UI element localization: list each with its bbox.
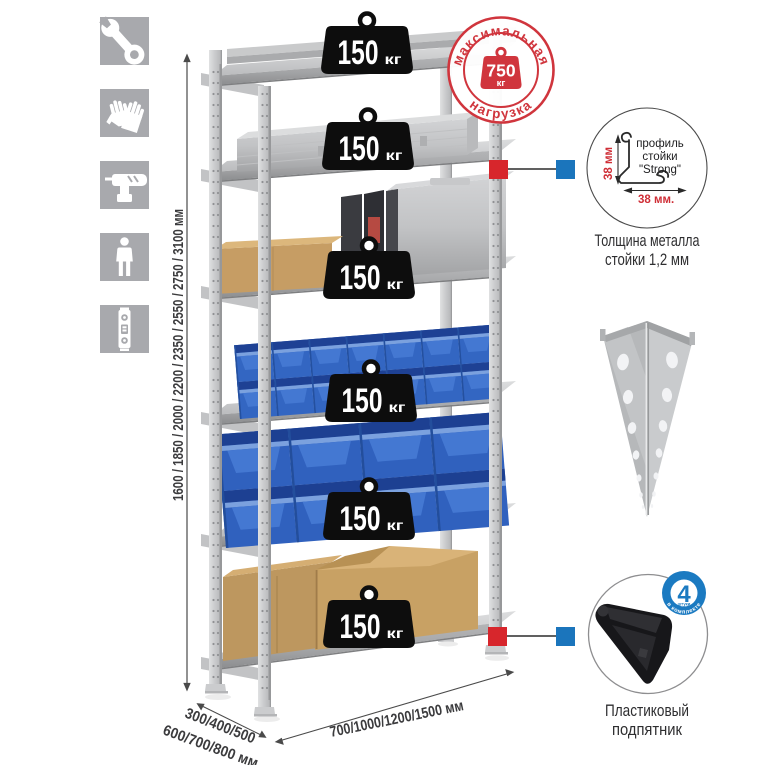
svg-text:Толщина металла: Толщина металла — [595, 232, 701, 250]
svg-text:Пластиковый: Пластиковый — [605, 701, 689, 720]
svg-text:профиль: профиль — [636, 138, 684, 150]
svg-text:кг: кг — [386, 147, 403, 163]
svg-text:150: 150 — [342, 382, 383, 420]
svg-text:кг: кг — [387, 625, 404, 641]
svg-text:кг: кг — [387, 517, 404, 533]
svg-text:1600 / 1850 / 2000 / 2200 / 23: 1600 / 1850 / 2000 / 2200 / 2350 / 2550 … — [170, 209, 187, 501]
svg-text:стойки 1,2 мм: стойки 1,2 мм — [605, 251, 689, 269]
svg-text:150: 150 — [340, 500, 381, 538]
svg-text:подпятник: подпятник — [612, 720, 682, 739]
svg-text:штуки: штуки — [678, 602, 691, 607]
svg-text:38 мм: 38 мм — [603, 147, 615, 180]
svg-text:стойки: стойки — [642, 151, 677, 163]
svg-text:"Strong": "Strong" — [639, 164, 681, 176]
svg-text:4: 4 — [677, 581, 691, 608]
svg-text:кг: кг — [497, 78, 506, 89]
svg-text:кг: кг — [387, 276, 404, 292]
svg-text:150: 150 — [340, 259, 381, 297]
svg-text:150: 150 — [340, 608, 381, 646]
svg-text:150: 150 — [339, 130, 380, 168]
svg-text:150: 150 — [338, 34, 379, 72]
svg-text:кг: кг — [385, 51, 402, 67]
svg-text:750: 750 — [486, 61, 515, 81]
svg-text:38 мм.: 38 мм. — [638, 194, 674, 206]
svg-text:кг: кг — [389, 399, 406, 415]
